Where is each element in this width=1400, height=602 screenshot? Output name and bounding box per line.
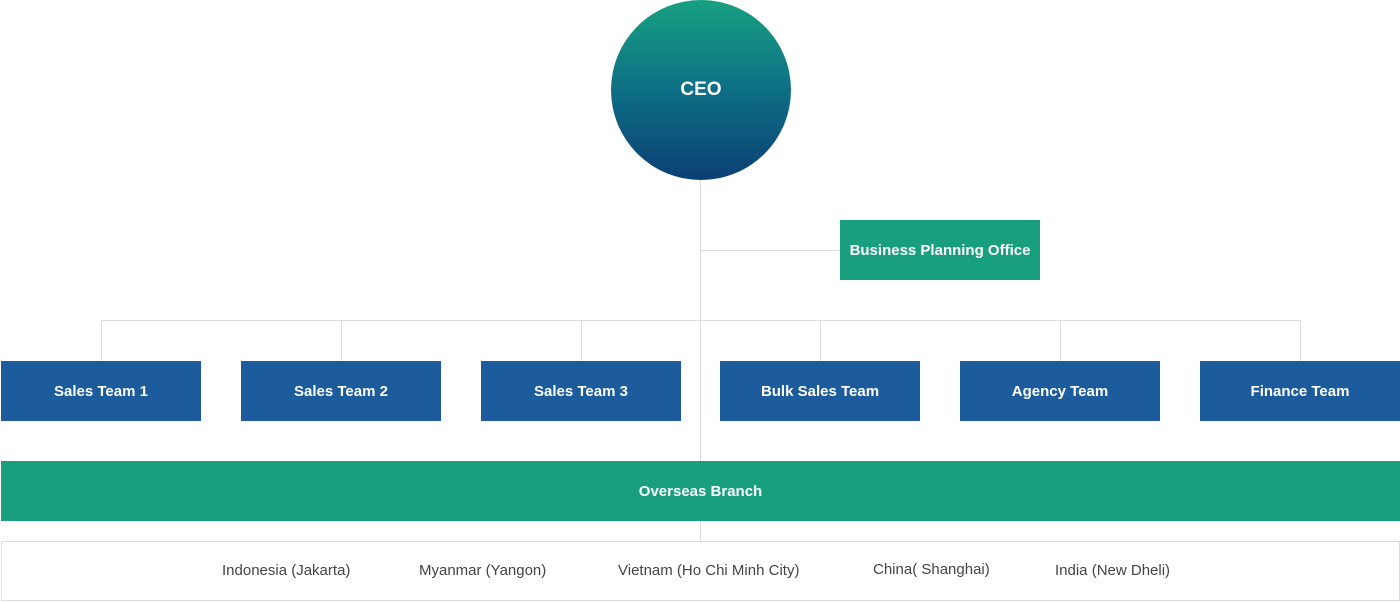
bpo-horizontal-connector [700, 250, 840, 251]
team-4-connector [820, 320, 821, 361]
business-planning-office-node: Business Planning Office [840, 220, 1040, 280]
ceo-label: CEO [680, 79, 722, 100]
teams-horizontal-connector [101, 320, 1301, 321]
branch-location: Myanmar (Yangon) [419, 562, 547, 579]
business-planning-office-label: Business Planning Office [849, 241, 1031, 259]
branch-location: India (New Dheli) [1055, 562, 1171, 579]
team-label: Sales Team 3 [534, 382, 628, 400]
team-3-connector [581, 320, 582, 361]
team-label: Agency Team [1011, 382, 1109, 400]
ceo-node: CEO [611, 0, 791, 180]
team-node-sales-1: Sales Team 1 [1, 361, 201, 421]
team-node-sales-3: Sales Team 3 [481, 361, 681, 421]
branch-location: Vietnam (Ho Chi Minh City) [618, 562, 800, 579]
team-2-connector [341, 320, 342, 361]
team-label: Sales Team 1 [54, 382, 148, 400]
branch-locations-box: Indonesia (Jakarta) Myanmar (Yangon) Vie… [1, 541, 1400, 601]
overseas-branch-label: Overseas Branch [638, 482, 763, 500]
team-6-connector [1300, 320, 1301, 361]
overseas-branch-node: Overseas Branch [1, 461, 1400, 521]
team-label: Bulk Sales Team [760, 382, 880, 400]
team-node-finance: Finance Team [1200, 361, 1400, 421]
team-1-connector [101, 320, 102, 361]
team-label: Sales Team 2 [294, 382, 388, 400]
team-label: Finance Team [1250, 382, 1350, 400]
overseas-connector [700, 521, 701, 541]
team-node-sales-2: Sales Team 2 [241, 361, 441, 421]
team-node-agency: Agency Team [960, 361, 1160, 421]
branch-location: Indonesia (Jakarta) [222, 562, 351, 579]
team-node-bulk-sales: Bulk Sales Team [720, 361, 920, 421]
branch-location: China( Shanghai) [873, 561, 990, 578]
team-5-connector [1060, 320, 1061, 361]
